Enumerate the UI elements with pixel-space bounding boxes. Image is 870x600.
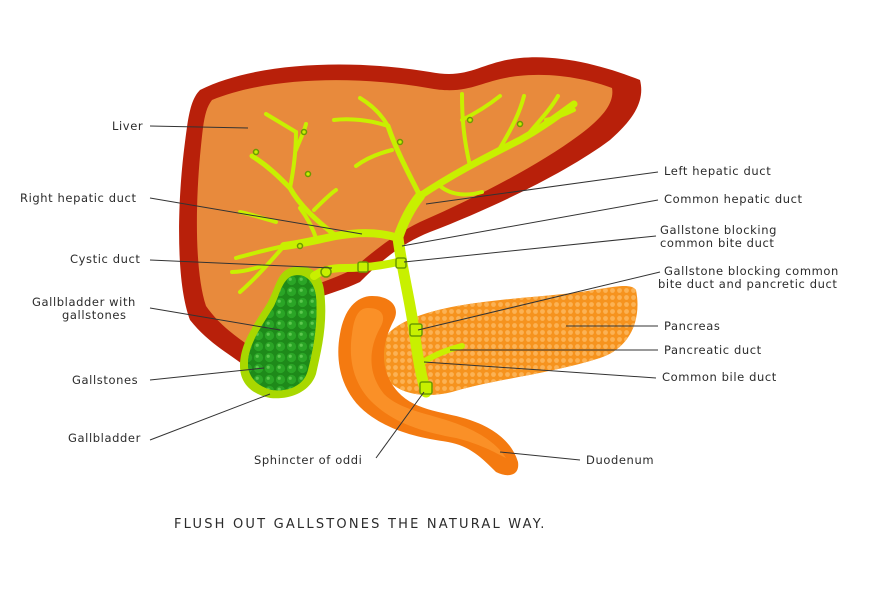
label-gallbladder-with-gallstones-2: gallstones [62, 308, 127, 322]
gallbladder [240, 266, 326, 399]
leader-gallstones [149, 367, 265, 381]
leader-gallbladder [149, 393, 271, 441]
label-gallstone-blocking-both-1: Gallstone blocking common [664, 264, 839, 278]
leader-gallstone-blocking-common-bite-duct [403, 235, 657, 263]
leader-liver [149, 125, 249, 129]
cystic-duct-junction-stone [320, 266, 332, 278]
cystic-duct-stone [357, 261, 369, 273]
leader-cystic-duct [149, 259, 333, 269]
left-labels: Liver Right hepatic duct Cystic duct Gal… [20, 119, 425, 467]
sphincter-of-oddi [419, 381, 433, 395]
leader-gallstone-blocking-both [417, 271, 661, 331]
label-duodenum: Duodenum [586, 453, 654, 467]
label-gallstone-blocking-common-bite-duct-2: common bite duct [660, 236, 775, 250]
label-liver: Liver [112, 119, 143, 133]
leader-common-hepatic-duct [401, 199, 659, 247]
label-gallstone-blocking-both-2: bite duct and pancretic duct [658, 277, 838, 291]
pancreas [379, 286, 638, 396]
duodenum [338, 296, 519, 476]
label-gallstones: Gallstones [72, 373, 138, 387]
leader-common-bile-duct [423, 361, 657, 379]
label-common-hepatic-duct: Common hepatic duct [664, 192, 803, 206]
label-pancreatic-duct: Pancreatic duct [664, 343, 762, 357]
label-gallstone-blocking-common-bite-duct-1: Gallstone blocking [660, 223, 777, 237]
label-common-bile-duct: Common bile duct [662, 370, 777, 384]
leader-gallbladder-with-gallstones [149, 307, 281, 331]
label-right-hepatic-duct: Right hepatic duct [20, 191, 137, 205]
leader-left-hepatic-duct [425, 171, 659, 205]
leader-duodenum [499, 451, 581, 461]
label-cystic-duct: Cystic duct [70, 252, 141, 266]
leader-right-hepatic-duct [149, 197, 363, 235]
label-gallbladder: Gallbladder [68, 431, 141, 445]
leader-sphincter-of-oddi [375, 391, 425, 459]
label-left-hepatic-duct: Left hepatic duct [664, 164, 771, 178]
blockage-common-bite-duct [395, 257, 407, 269]
caption: FLUSH OUT GALLSTONES THE NATURAL WAY. [174, 517, 547, 532]
duct-markers [252, 116, 524, 395]
pancreatic-duct [417, 343, 465, 367]
label-gallbladder-with-gallstones-1: Gallbladder with [32, 295, 136, 309]
blockage-common-bite-and-pancreatic-duct [409, 323, 423, 337]
label-sphincter-of-oddi: Sphincter of oddi [254, 453, 362, 467]
right-labels: Left hepatic duct Common hepatic duct Ga… [401, 164, 839, 467]
label-pancreas: Pancreas [664, 319, 720, 333]
